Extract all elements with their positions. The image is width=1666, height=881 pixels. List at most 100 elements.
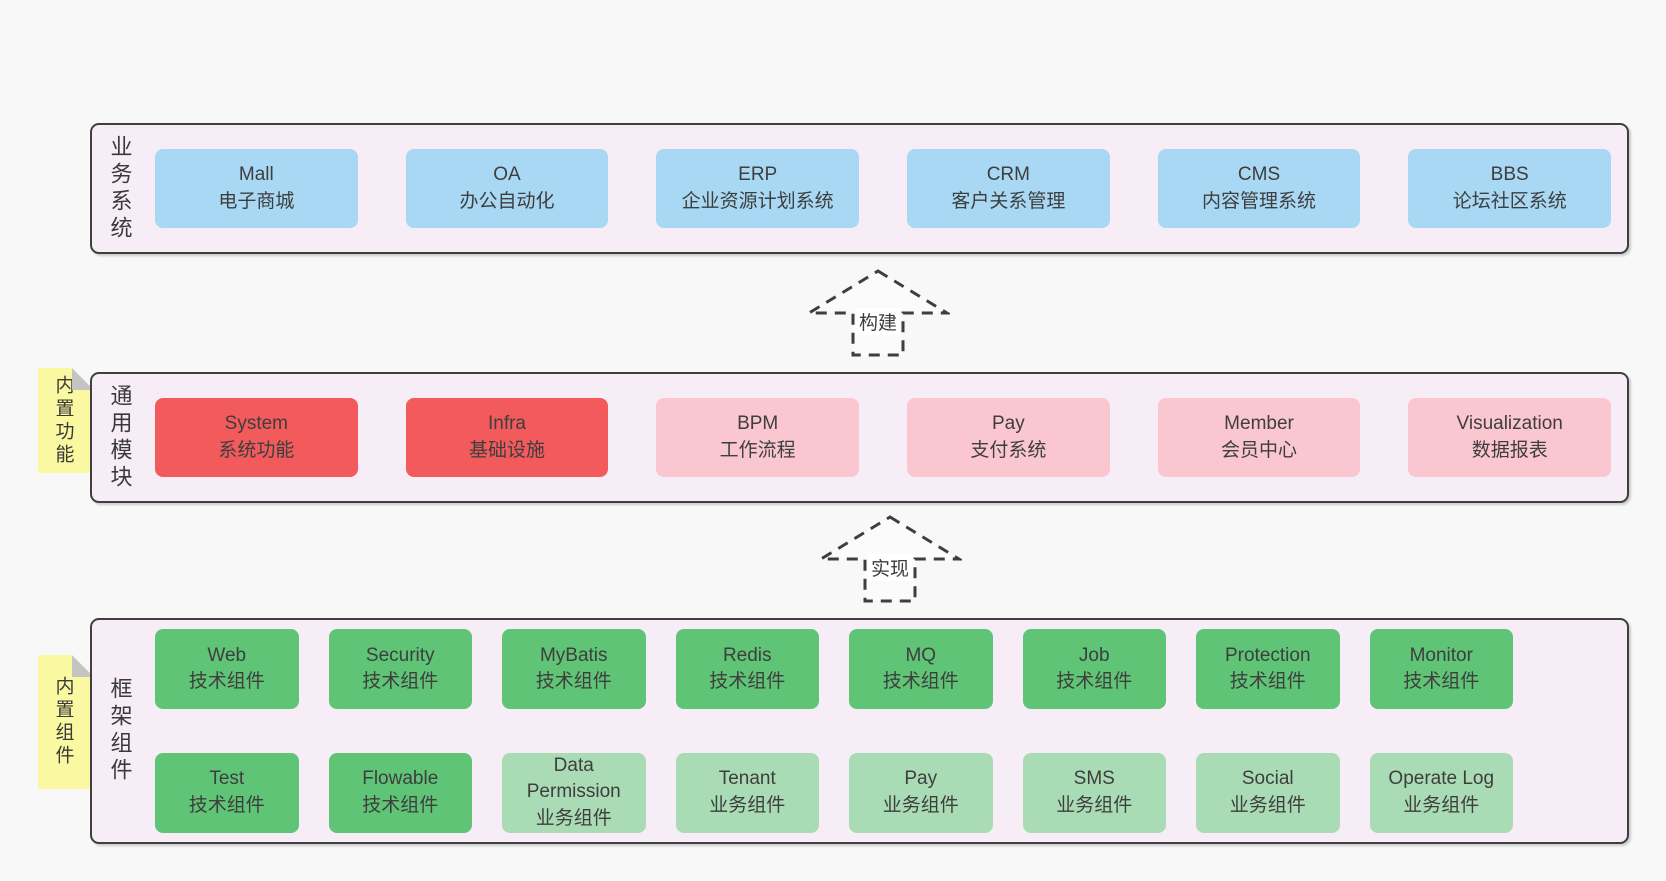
box-title: Flowable (362, 768, 439, 790)
box-subtitle: 数据报表 (1471, 439, 1548, 461)
box-title: Infra (487, 412, 527, 434)
box-mybatis: MyBatis 技术组件 (502, 629, 646, 710)
common-modules-row: System 系统功能 Infra 基础设施 BPM 工作流程 Pay 支付系统… (147, 374, 1627, 501)
box-test: Test 技术组件 (155, 752, 299, 833)
layer-business-systems: 业务系统 Mall 电子商城 OA 办公自动化 ERP 企业资源计划系统 CRM… (90, 123, 1629, 254)
box-infra: Infra 基础设施 (405, 398, 609, 477)
layer-label-text: 框架组件 (107, 677, 133, 785)
box-title: SMS (1073, 768, 1115, 790)
box-mall: Mall 电子商城 (155, 149, 358, 228)
box-subtitle: 技术组件 (362, 671, 439, 693)
box-title: Mall (238, 163, 274, 185)
box-title: Job (1078, 644, 1110, 666)
business-systems-row: Mall 电子商城 OA 办公自动化 ERP 企业资源计划系统 CRM 客户关系… (147, 125, 1627, 252)
box-cms: CMS 内容管理系统 (1157, 149, 1361, 228)
arrow-implement-label: 实现 (867, 554, 913, 581)
box-title: Redis (722, 644, 772, 666)
box-title: Monitor (1409, 644, 1473, 666)
box-bbs: BBS 论坛社区系统 (1408, 149, 1612, 228)
box-subtitle: 基础设施 (469, 439, 546, 461)
box-oa: OA 办公自动化 (405, 149, 609, 228)
arrow-build: 构建 (806, 268, 950, 358)
box-title: System (224, 412, 289, 434)
box-title: Test (209, 768, 245, 790)
box-subtitle: 技术组件 (362, 794, 439, 816)
box-redis: Redis 技术组件 (675, 629, 819, 710)
layer-label-text: 业务系统 (107, 134, 133, 243)
layer-framework-components: 框架组件 Web 技术组件 Security 技术组件 MyBatis 技术组件… (90, 618, 1629, 844)
layer-label-framework-components: 框架组件 (92, 620, 147, 842)
box-title: Member (1224, 412, 1294, 434)
box-title: Visualization (1456, 412, 1563, 434)
box-subtitle: 电子商城 (218, 190, 295, 212)
box-title: Web (207, 644, 247, 666)
box-subtitle: 企业资源计划系统 (681, 190, 834, 212)
box-protection: Protection 技术组件 (1196, 629, 1340, 710)
box-title: Tenant (718, 768, 776, 790)
biz-components-row: Test 技术组件 Flowable 技术组件 Data Permission … (147, 744, 1627, 843)
box-title: CRM (986, 163, 1030, 185)
box-subtitle: 业务组件 (1403, 794, 1480, 816)
box-subtitle: 业务组件 (535, 808, 612, 830)
box-subtitle: 技术组件 (709, 671, 786, 693)
box-subtitle: 技术组件 (188, 671, 265, 693)
box-title: ERP (738, 163, 778, 185)
box-erp: ERP 企业资源计划系统 (656, 149, 860, 228)
box-security: Security 技术组件 (328, 629, 472, 710)
box-subtitle: 技术组件 (1403, 671, 1480, 693)
box-subtitle: 会员中心 (1221, 439, 1298, 461)
box-member: Member 会员中心 (1157, 398, 1361, 477)
box-operate-log: Operate Log 业务组件 (1369, 752, 1513, 833)
box-title: MyBatis (539, 644, 608, 666)
sticky-note-builtin-components: 内置组件 (38, 655, 94, 789)
framework-components-rows: Web 技术组件 Security 技术组件 MyBatis 技术组件 Redi… (147, 620, 1627, 842)
box-title: Protection (1224, 644, 1311, 666)
box-subtitle: 技术组件 (1229, 671, 1306, 693)
box-subtitle: 业务组件 (1056, 794, 1133, 816)
layer-label-text: 通用模块 (107, 383, 133, 492)
box-bpm: BPM 工作流程 (656, 398, 860, 477)
box-tenant: Tenant 业务组件 (675, 752, 819, 833)
box-system: System 系统功能 (155, 398, 358, 477)
box-title: Pay (991, 412, 1025, 434)
box-subtitle: 工作流程 (719, 439, 796, 461)
arrow-implement: 实现 (818, 514, 962, 604)
box-subtitle: 内容管理系统 (1202, 190, 1317, 212)
box-title: Operate Log (1388, 768, 1495, 790)
sticky-note-label: 内置组件 (52, 676, 74, 768)
box-title: MQ (905, 644, 937, 666)
box-subtitle: 办公自动化 (459, 190, 555, 212)
sticky-note-label: 内置功能 (52, 374, 74, 467)
box-monitor: Monitor 技术组件 (1369, 629, 1513, 710)
box-title: Social (1241, 768, 1294, 790)
sticky-note-builtin-features: 内置功能 (38, 368, 94, 473)
box-subtitle: 论坛社区系统 (1452, 190, 1567, 212)
box-mq: MQ 技术组件 (849, 629, 993, 710)
box-subtitle: 支付系统 (970, 439, 1047, 461)
layer-common-modules: 通用模块 System 系统功能 Infra 基础设施 BPM 工作流程 Pay… (90, 372, 1629, 503)
box-pay: Pay 支付系统 (907, 398, 1110, 477)
box-subtitle: 技术组件 (188, 794, 265, 816)
arrow-build-label: 构建 (855, 308, 901, 335)
box-title: Security (365, 644, 435, 666)
box-pay-biz: Pay 业务组件 (849, 752, 993, 833)
box-web: Web 技术组件 (155, 629, 299, 710)
box-subtitle: 技术组件 (535, 671, 612, 693)
box-crm: CRM 客户关系管理 (907, 149, 1110, 228)
layer-label-common-modules: 通用模块 (92, 374, 147, 501)
box-subtitle: 业务组件 (1229, 794, 1306, 816)
box-job: Job 技术组件 (1022, 629, 1166, 710)
box-subtitle: 业务组件 (882, 794, 959, 816)
box-subtitle: 客户关系管理 (951, 190, 1066, 212)
box-subtitle: 技术组件 (1056, 671, 1133, 693)
box-subtitle: 技术组件 (882, 671, 959, 693)
box-data-permission: Data Permission 业务组件 (502, 752, 646, 833)
box-social: Social 业务组件 (1196, 752, 1340, 833)
box-title: OA (493, 163, 521, 185)
box-title: Data Permission (526, 754, 621, 803)
box-title: BBS (1490, 163, 1529, 185)
box-subtitle: 系统功能 (218, 439, 295, 461)
box-visualization: Visualization 数据报表 (1408, 398, 1612, 477)
box-flowable: Flowable 技术组件 (328, 752, 472, 833)
